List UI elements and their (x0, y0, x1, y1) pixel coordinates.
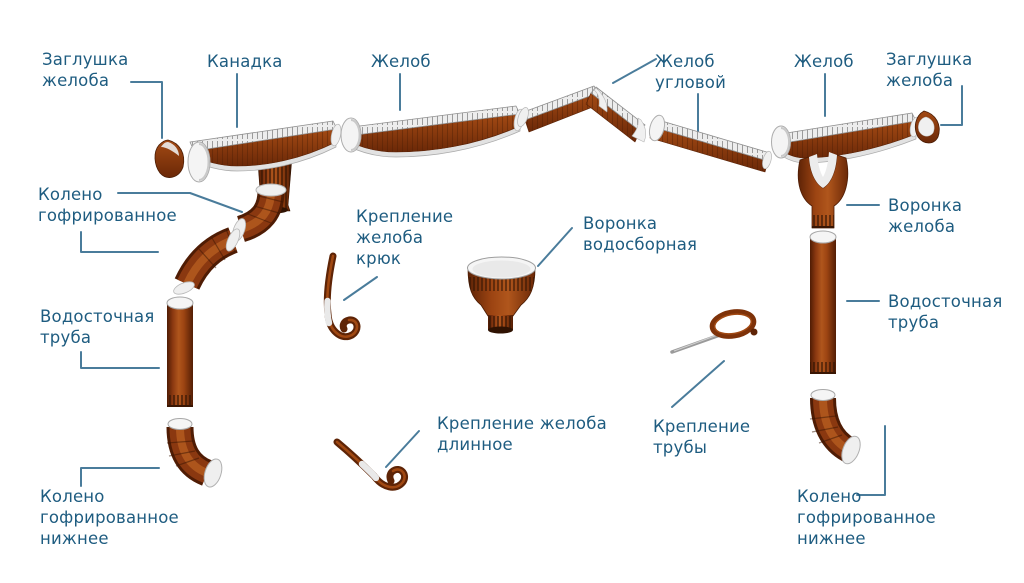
part-gutter-hook-long (333, 438, 409, 491)
label-pipe-clamp: Крепление трубы (653, 417, 751, 457)
label-elbow-corrugated: Колено гофрированное (38, 185, 177, 225)
label-downpipe-right: Водосточная труба (888, 292, 1003, 332)
label-downpipe-left: Водосточная труба (40, 307, 155, 347)
label-gutter-corner: Желоб угловой (655, 52, 727, 92)
leader-pipe-clamp (671, 360, 725, 408)
part-gutter-right (771, 112, 921, 164)
part-elbow-upper (232, 183, 287, 242)
leader-elbow-bottom-right (856, 425, 886, 496)
part-gutter-left (340, 105, 525, 158)
leader-elbow-left (117, 192, 243, 213)
label-gutter-end-cap-right: Заглушка желоба (886, 50, 973, 90)
label-gutter-hook-short: Крепление желоба крюк (356, 207, 454, 268)
label-gutter-end-cap-left: Заглушка желоба (42, 50, 129, 90)
leader-lines (80, 58, 963, 496)
label-funnel-gutter: Воронка желоба (888, 196, 963, 236)
label-gutter-right: Желоб (794, 52, 854, 71)
label-kanadka: Канадка (207, 52, 283, 71)
leader-downpipe-left (80, 351, 160, 369)
part-funnel-collector (467, 256, 536, 334)
part-gutter-end-cap-left (154, 139, 185, 178)
leader-elbow-left-bracket (80, 231, 159, 253)
leader-gutter-corner-apex (612, 58, 657, 84)
part-downpipe-left (166, 296, 194, 407)
part-gutter-end-cap-right (914, 110, 940, 144)
part-elbow-bottom-left (166, 418, 223, 488)
leader-funnel-collector (537, 227, 573, 267)
part-elbow-bottom-right (809, 389, 861, 465)
label-gutter-left: Желоб (371, 52, 431, 71)
label-funnel-collector: Воронка водосборная (583, 214, 698, 254)
leader-hook-short (343, 276, 378, 301)
label-elbow-bottom-left: Колено гофрированное нижнее (40, 487, 179, 548)
parts (154, 85, 940, 491)
part-gutter-hook-short (323, 252, 361, 340)
label-gutter-hook-long: Крепление желоба длинное (437, 414, 607, 454)
part-pipe-clamp (670, 309, 758, 354)
part-funnel-gutter (797, 152, 849, 229)
leader-hook-long (385, 430, 420, 468)
leader-cap-left (130, 81, 163, 139)
part-downpipe-right (809, 230, 837, 374)
part-elbow-lower (173, 227, 241, 295)
label-elbow-bottom-right: Колено гофрированное нижнее (797, 487, 936, 548)
part-gutter-corner (517, 85, 772, 173)
leader-elbow-bottom-left (80, 467, 160, 487)
leader-cap-right (940, 85, 963, 126)
